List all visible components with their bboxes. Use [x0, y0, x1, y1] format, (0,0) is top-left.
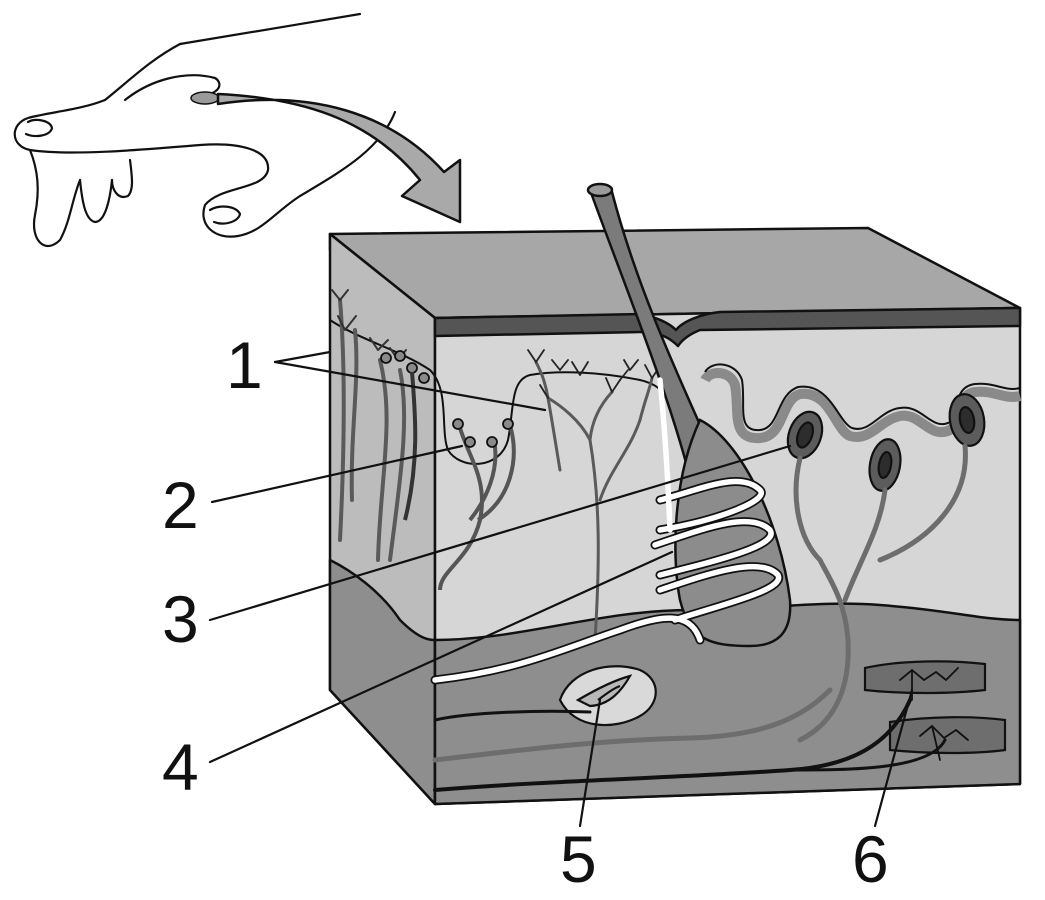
merkel-discs [438, 418, 516, 591]
skin-block [328, 226, 1022, 806]
label-5: 5 [560, 822, 597, 896]
deep-nerves [432, 687, 947, 792]
hand-illustration [13, 12, 397, 247]
curved-arrow [216, 92, 462, 224]
fingertip-highlight [190, 91, 220, 105]
leader-line-3 [208, 444, 792, 622]
label-3: 3 [162, 582, 199, 656]
label-4: 4 [162, 730, 199, 804]
label-2: 2 [162, 468, 199, 542]
leader-line-2 [210, 444, 464, 504]
branching-nerve-endings [534, 360, 654, 642]
merkel-cells [380, 350, 430, 384]
epidermis-band [433, 306, 1022, 348]
papillary-ridge [329, 319, 665, 465]
leader-line-1b [273, 360, 547, 412]
meissner-corpuscles [786, 393, 986, 492]
leader-line-5 [578, 698, 602, 828]
skin-top-surface [328, 226, 1022, 320]
leader-line-1a [273, 350, 332, 364]
leader-line-6 [873, 688, 914, 828]
label-1: 1 [226, 328, 263, 402]
leader-lines [208, 350, 914, 828]
leader-line-4 [208, 550, 674, 764]
label-6: 6 [852, 822, 889, 896]
